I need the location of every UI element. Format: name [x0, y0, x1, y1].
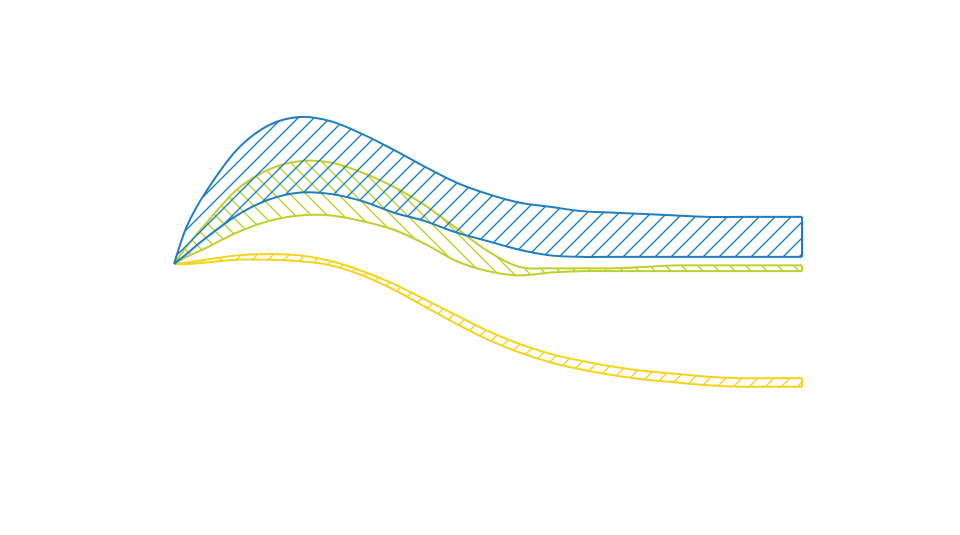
band-upper-line-3 — [173, 253, 802, 380]
band-lower-line-1 — [173, 191, 802, 265]
band-series-3 — [173, 253, 803, 388]
band-lower-line-2 — [173, 213, 802, 277]
band-fill-1 — [174, 116, 802, 264]
band-fill-3 — [174, 254, 802, 387]
series-layer — [173, 115, 803, 388]
band-series-1 — [173, 115, 803, 265]
band-lower-line-3 — [173, 258, 802, 388]
band-upper-line-1 — [173, 115, 802, 265]
